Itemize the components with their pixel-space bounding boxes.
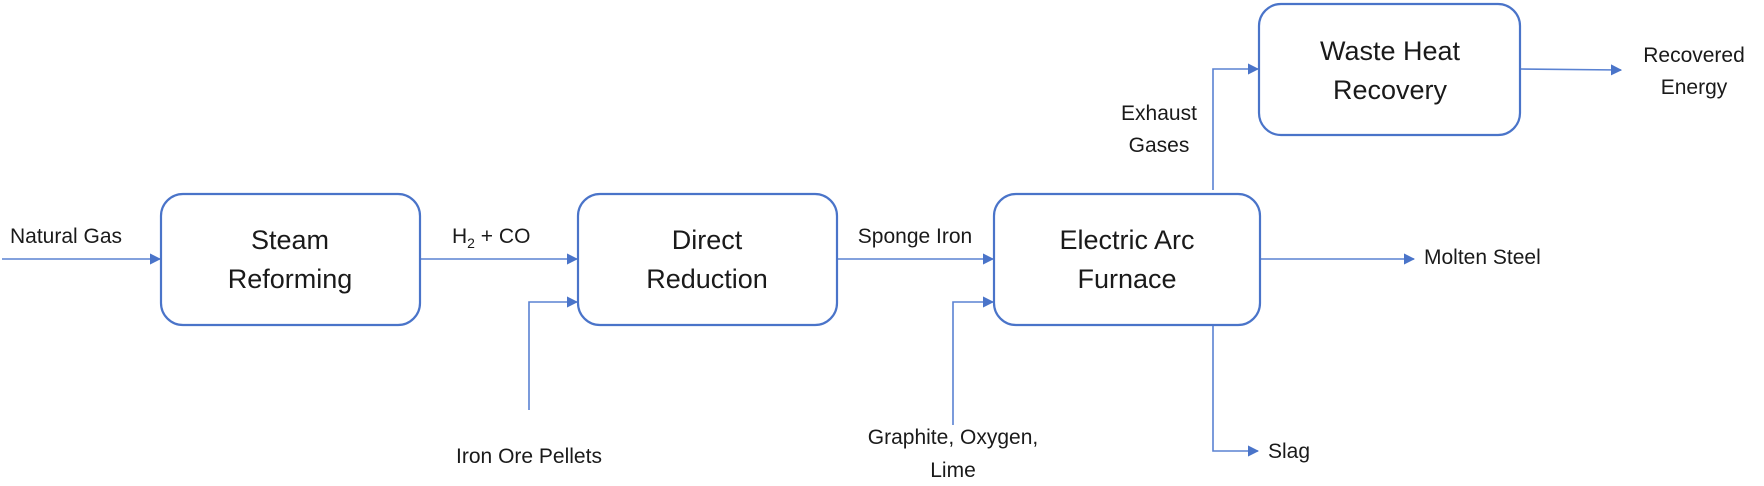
h2-co-label-subscript: 2 bbox=[467, 235, 475, 251]
steam-reforming-box: Steam Reforming bbox=[159, 192, 422, 327]
electric-arc-furnace-label-line1: Electric Arc bbox=[1059, 225, 1194, 255]
electric-arc-furnace-label-line2: Furnace bbox=[1077, 264, 1176, 294]
recovered-energy-label-line2: Energy bbox=[1661, 76, 1728, 99]
graphite-oxygen-lime-label-line2: Lime bbox=[930, 459, 976, 482]
exhaust-gases-arrow bbox=[1212, 63, 1260, 190]
h2-co-label-rest: + CO bbox=[475, 225, 530, 248]
h2-co-label-h: H bbox=[452, 225, 467, 248]
graphite-oxygen-lime-arrow bbox=[952, 296, 995, 425]
direct-reduction-box: Direct Reduction bbox=[576, 192, 839, 327]
steam-reforming-label-line1: Steam bbox=[251, 225, 329, 255]
natural-gas-label: Natural Gas bbox=[10, 225, 122, 248]
electric-arc-furnace-box: Electric Arc Furnace bbox=[992, 192, 1262, 327]
waste-heat-recovery-box: Waste Heat Recovery bbox=[1257, 2, 1522, 137]
recovered-energy-arrow bbox=[1519, 64, 1623, 76]
exhaust-gases-label-line2: Gases bbox=[1129, 134, 1190, 157]
direct-reduction-label-line2: Reduction bbox=[646, 264, 768, 294]
sponge-iron-label: Sponge Iron bbox=[858, 225, 972, 248]
direct-reduction-label-line1: Direct bbox=[672, 225, 743, 255]
h2-co-label: H2 + CO bbox=[452, 225, 530, 251]
iron-ore-pellets-arrow bbox=[528, 296, 579, 410]
slag-arrow bbox=[1212, 326, 1260, 457]
waste-heat-recovery-label-line2: Recovery bbox=[1333, 75, 1448, 105]
recovered-energy-label-line1: Recovered bbox=[1643, 44, 1745, 67]
graphite-oxygen-lime-label-line1: Graphite, Oxygen, bbox=[868, 426, 1038, 449]
slag-label: Slag bbox=[1268, 440, 1310, 463]
waste-heat-recovery-label-line1: Waste Heat bbox=[1320, 36, 1461, 66]
exhaust-gases-label-line1: Exhaust bbox=[1121, 102, 1197, 125]
molten-steel-label: Molten Steel bbox=[1424, 246, 1541, 269]
steam-reforming-label-line2: Reforming bbox=[228, 264, 353, 294]
iron-ore-pellets-label: Iron Ore Pellets bbox=[456, 445, 602, 468]
